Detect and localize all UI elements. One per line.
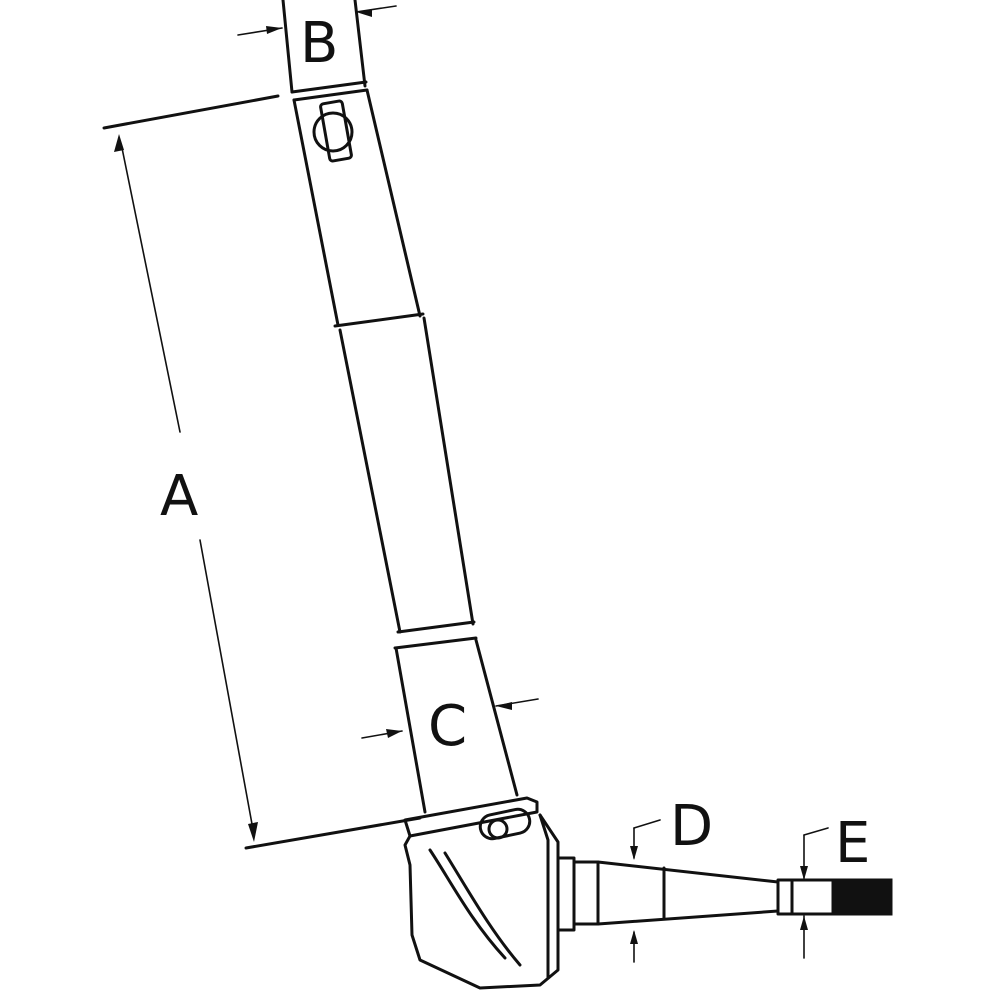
- label-e: E: [835, 811, 870, 876]
- keyhole-slot-icon: [312, 99, 354, 163]
- dimension-e: E: [800, 811, 870, 959]
- label-b: B: [300, 11, 338, 76]
- stub-axle: [556, 856, 893, 932]
- threaded-end: [831, 878, 893, 916]
- dimension-b: B: [237, 0, 397, 94]
- label-a: A: [160, 464, 198, 529]
- knuckle-body: [403, 796, 560, 990]
- label-d: D: [670, 794, 713, 859]
- spindle-shaft: [290, 80, 519, 814]
- dimension-d: D: [630, 794, 713, 963]
- dimension-a: A: [102, 94, 422, 850]
- label-c: C: [428, 694, 467, 759]
- dimension-c: C: [361, 694, 539, 759]
